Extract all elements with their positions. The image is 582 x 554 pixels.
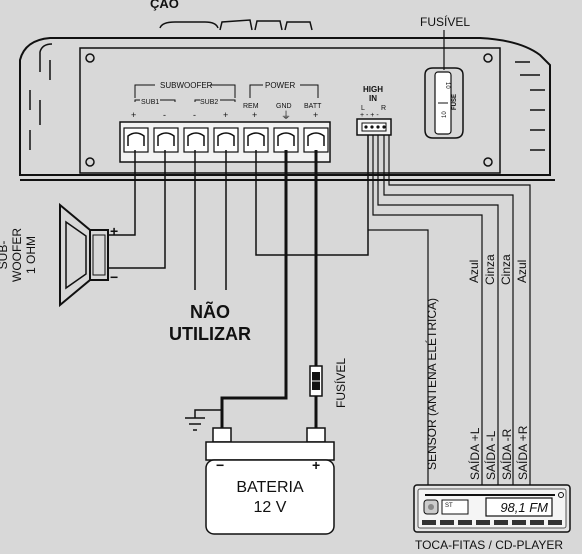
gnd-label: GND <box>276 103 292 110</box>
screws <box>85 53 493 167</box>
output-2-name: SAÍDA -L <box>483 430 498 480</box>
battery-voltage: 12 V <box>254 499 287 516</box>
subwoofer-section-label: SUBWOOFER <box>160 81 213 90</box>
top-cut-label: ÇÃO <box>150 0 179 11</box>
battery-plus: + <box>312 457 320 473</box>
terminal-block <box>119 121 331 163</box>
subwoofer-label-3: 1 OHM <box>24 236 38 274</box>
sub2-minus: - <box>193 110 196 120</box>
subwoofer-label-2: WOOFER <box>10 228 24 282</box>
sub1-label: SUB1 <box>141 99 159 106</box>
nao-utilizar-line2: UTILIZAR <box>169 324 251 344</box>
sub2-plus: + <box>223 110 228 120</box>
amp-fuse-holder: 10 10 FUSE <box>424 67 464 139</box>
rem-label: REM <box>243 103 259 110</box>
sub2-label: SUB2 <box>200 99 218 106</box>
fuse-side-label: FUSE <box>452 94 458 110</box>
sub1-minus: - <box>163 110 166 120</box>
subwoofer-label: SUB- WOOFER 1 OHM <box>0 228 38 282</box>
speaker-minus: − <box>110 269 118 285</box>
car-stereo: ST 98,1 FM <box>413 484 571 533</box>
stereo-buttons <box>422 520 562 525</box>
output-1-color: Azul <box>467 260 481 283</box>
stereo-caption: TOCA-FITAS / CD-PLAYER <box>415 538 563 552</box>
sub1-plus: + <box>131 110 136 120</box>
batt-plus: + <box>313 110 318 120</box>
output-3-name: SAÍDA -R <box>499 428 514 480</box>
output-1-name: SAÍDA +L <box>467 427 482 480</box>
output-4-color: Azul <box>515 260 529 283</box>
stereo-small-display: ST <box>445 503 453 509</box>
fuse-top-label: FUSÍVEL <box>420 14 470 29</box>
batt-label: BATT <box>304 103 322 110</box>
output-3-color: Cinza <box>499 254 513 285</box>
high-in-r: R <box>381 105 386 112</box>
gnd-symbol: ⏚ <box>281 110 291 122</box>
sensor-label: SENSOR (ANTENA ELÉTRICA) <box>424 298 439 470</box>
high-in-pins: + - + - <box>360 112 379 119</box>
subwoofer-speaker <box>59 202 109 308</box>
high-in-connector <box>356 118 392 136</box>
battery-fuse-label: FUSÍVEL <box>333 358 348 408</box>
stereo-display: 98,1 FM <box>500 500 548 515</box>
subwoofer-label-1: SUB- <box>0 241 10 270</box>
fuse-mark-1: 10 <box>444 82 450 89</box>
output-4-name: SAÍDA +R <box>515 425 530 480</box>
power-section-label: POWER <box>265 81 295 90</box>
high-in-label-1: HIGH <box>363 85 383 94</box>
battery-name: BATERIA <box>236 479 304 496</box>
high-in-l: L <box>361 105 365 112</box>
battery <box>205 427 335 535</box>
fuse-mark-2: 10 <box>442 111 448 118</box>
high-in-label-2: IN <box>369 94 377 103</box>
output-2-color: Cinza <box>483 254 497 285</box>
amplifier: SUBWOOFER SUB1 SUB2 POWER REM GND BATT +… <box>19 19 555 181</box>
nao-utilizar-line1: NÃO <box>190 301 230 322</box>
battery-fuse <box>309 365 323 397</box>
heatsink-fins <box>29 19 545 151</box>
battery-minus: − <box>216 457 224 473</box>
speaker-plus: + <box>110 223 118 239</box>
rem-plus: + <box>252 110 257 120</box>
